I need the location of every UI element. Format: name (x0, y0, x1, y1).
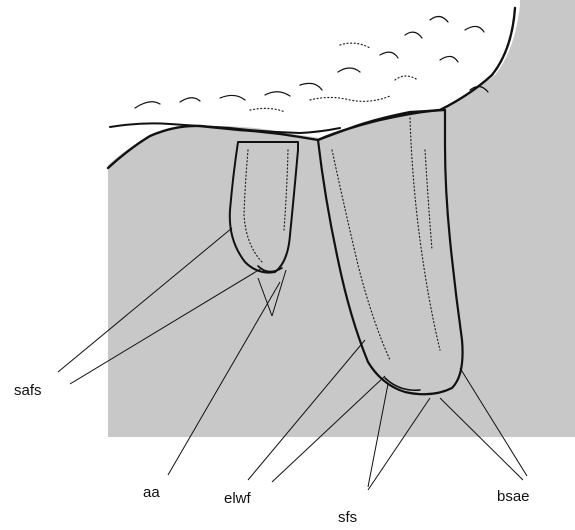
label-aa: aa (143, 484, 160, 501)
label-sfs: sfs (338, 509, 357, 526)
label-safs: safs (14, 382, 42, 399)
label-bsae: bsae (497, 488, 530, 505)
label-elwf: elwf (224, 490, 252, 507)
